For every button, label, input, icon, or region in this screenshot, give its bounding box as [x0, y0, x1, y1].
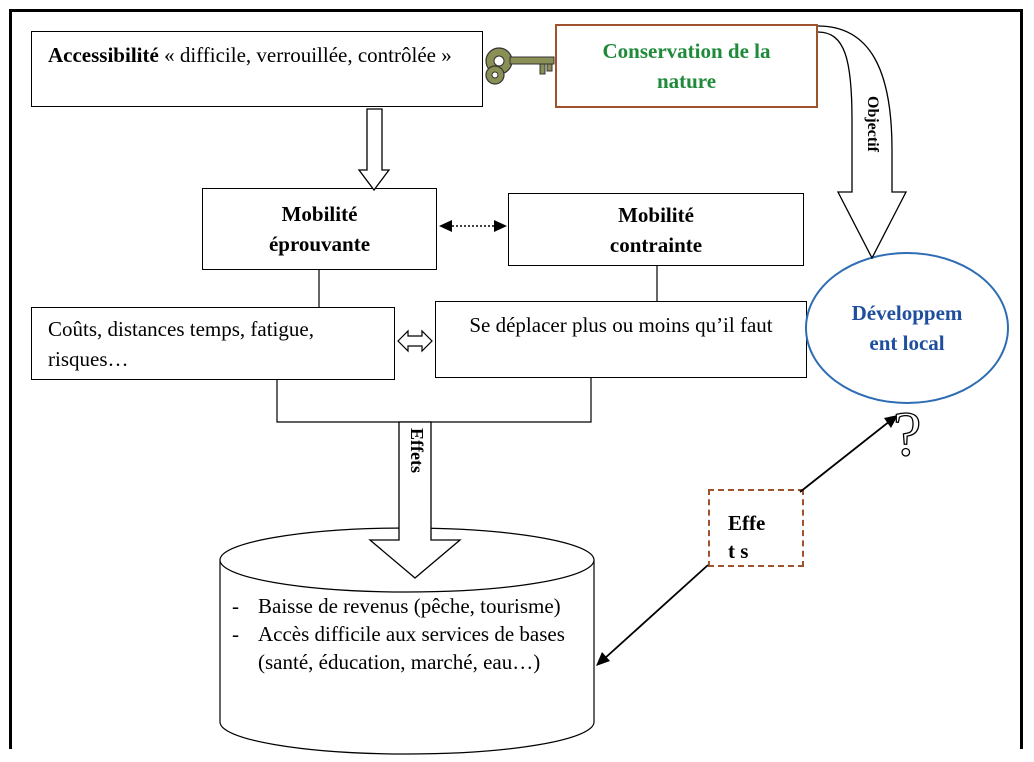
developpement-local-label: Développem ent local [851, 301, 963, 355]
effets-box: Effet s [708, 489, 804, 567]
diagram-frame [9, 9, 1023, 749]
effets-box-label: Effet s [728, 511, 766, 563]
objectif-label: Objectif [864, 96, 881, 152]
double-arrow-couts-deplacer [397, 329, 433, 353]
mobilite-eprouvante-box: Mobilité éprouvante [202, 188, 437, 270]
mobilite-contrainte-label: Mobilité contrainte [609, 202, 703, 257]
accessibility-box: Accessibilité « difficile, verrouillée, … [31, 31, 483, 107]
arrow-accessibility-down [357, 108, 391, 192]
couts-label: Coûts, distances temps, fatigue, risques… [48, 317, 314, 371]
conservation-label: Conservation de la nature [602, 39, 771, 93]
deplacer-box: Se déplacer plus ou moins qu’il faut [435, 301, 807, 378]
couts-box: Coûts, distances temps, fatigue, risques… [31, 307, 395, 380]
key-icon [485, 47, 555, 85]
cylinder-text: -Baisse de revenus (pêche, tourisme) -Ac… [232, 592, 582, 716]
developpement-local-ellipse: Développem ent local [805, 252, 1009, 404]
mobilite-contrainte-box: Mobilité contrainte [508, 193, 804, 266]
question-mark-icon: ? [893, 398, 921, 469]
effets-big-arrow [368, 421, 462, 579]
accessibility-label: Accessibilité [48, 43, 159, 67]
effets-arrow-label: Effets [407, 428, 427, 473]
accessibility-description: « difficile, verrouillée, contrôlée » [158, 43, 452, 67]
deplacer-label: Se déplacer plus ou moins qu’il faut [469, 313, 773, 337]
conservation-box: Conservation de la nature [555, 24, 818, 108]
mobilite-eprouvante-label: Mobilité éprouvante [268, 202, 371, 256]
cylinder-item: -Accès difficile aux services de bases (… [232, 622, 565, 674]
cylinder-item: -Baisse de revenus (pêche, tourisme) [232, 594, 561, 618]
objectif-curved-arrow [817, 25, 908, 260]
